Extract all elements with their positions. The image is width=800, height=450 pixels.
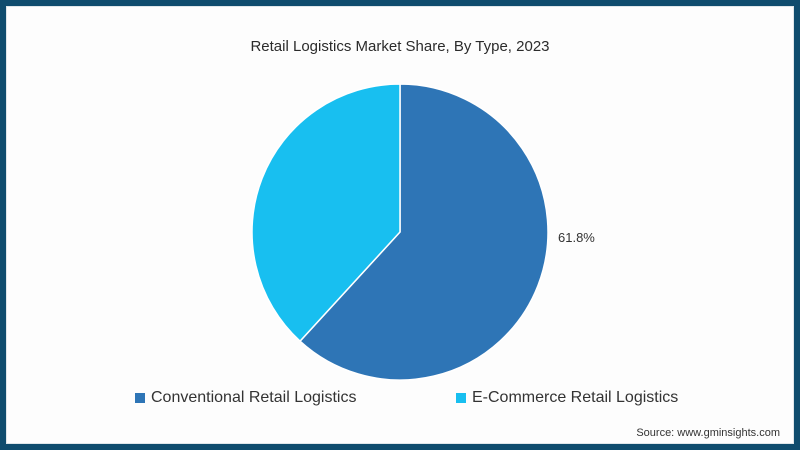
legend-swatch-conventional [135,393,145,403]
slice-label-conventional: 61.8% [558,230,595,245]
chart-title: Retail Logistics Market Share, By Type, … [250,38,550,55]
legend-label-conventional: Conventional Retail Logistics [151,389,357,406]
pie-slices [251,83,549,381]
legend-item-conventional: Conventional Retail Logistics [135,389,356,407]
legend-label-ecommerce: E-Commerce Retail Logistics [472,389,679,406]
pie-slice-conventional [298,83,549,381]
legend-swatch-ecommerce [456,393,466,403]
source-note: Source: www.gminsights.com [636,427,780,439]
legend-item-ecommerce: E-Commerce Retail Logistics [456,389,678,407]
pie-slice-ecommerce [251,83,401,343]
